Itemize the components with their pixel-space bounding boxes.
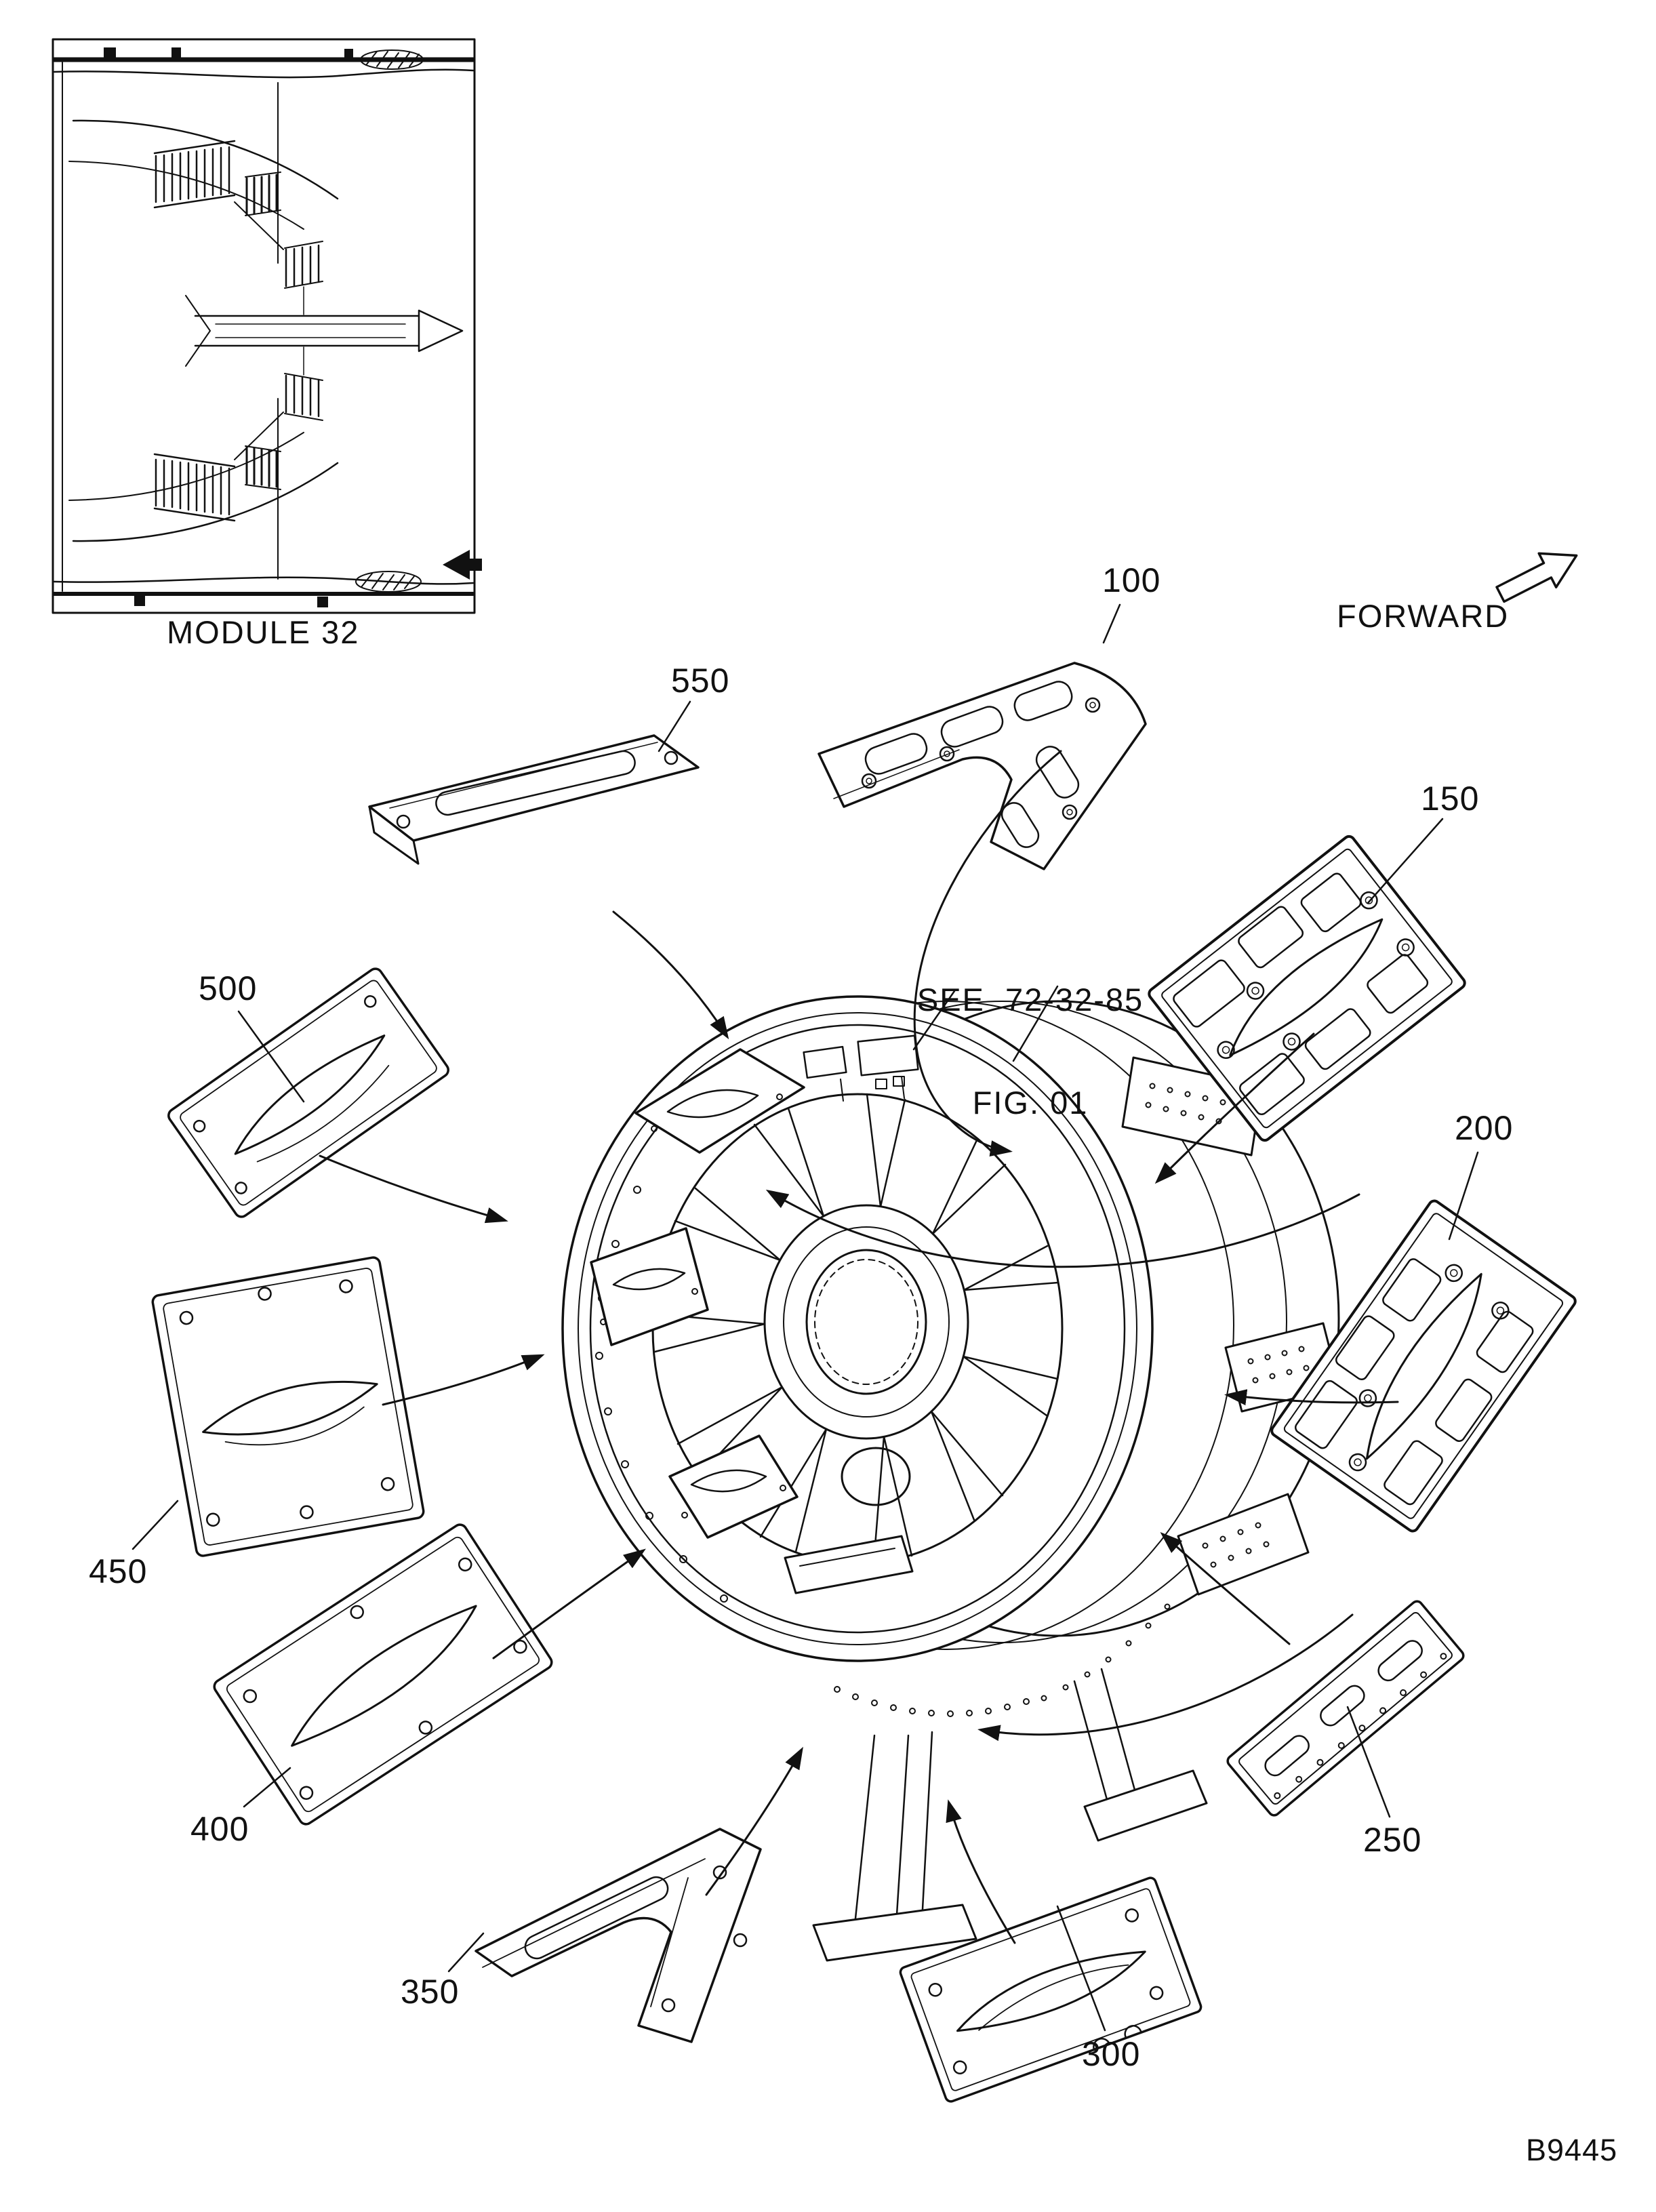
module-caption: MODULE 32 xyxy=(167,614,360,650)
installed-liner-panel xyxy=(634,1048,805,1154)
forward-direction-arrow-icon xyxy=(1495,552,1578,603)
reference-note-line1: SEE 72-32-85 xyxy=(916,981,1144,1018)
installed-bracket xyxy=(784,1535,914,1594)
panel-150-drawing xyxy=(1148,834,1466,1142)
panel-300-drawing xyxy=(899,1876,1203,2103)
part-label-100: 100 xyxy=(1102,561,1161,599)
module-pointer-arrow-icon xyxy=(443,550,482,580)
part-label-550: 550 xyxy=(671,662,730,700)
assembly-arrows xyxy=(319,750,1399,1944)
hub xyxy=(763,1204,969,1506)
part-label-300: 300 xyxy=(1082,2035,1141,2073)
support-legs xyxy=(812,1668,1208,1962)
panel-350-drawing xyxy=(474,1828,762,2043)
panel-450-drawing xyxy=(151,1256,425,1557)
leader-lines xyxy=(132,603,1479,2032)
rear-liner-attachment xyxy=(1177,1493,1310,1596)
panel-250-drawing xyxy=(1226,1600,1465,1817)
installed-liner-panel xyxy=(668,1434,799,1539)
part-label-200: 200 xyxy=(1455,1109,1514,1147)
installed-liner-panel xyxy=(590,1227,709,1346)
part-label-400: 400 xyxy=(190,1810,249,1848)
forward-label: FORWARD xyxy=(1337,598,1510,634)
part-label-250: 250 xyxy=(1363,1821,1422,1859)
module-32-inset-drawing xyxy=(52,38,482,614)
panel-500-drawing xyxy=(167,967,449,1218)
part-label-450: 450 xyxy=(89,1552,148,1590)
part-label-150: 150 xyxy=(1421,780,1480,818)
part-label-500: 500 xyxy=(199,969,258,1007)
reference-note: SEE 72-32-85 FIG. 01 xyxy=(895,914,1166,1189)
figure-code: B9445 xyxy=(1526,2133,1618,2167)
reference-note-line2: FIG. 01 xyxy=(972,1084,1089,1121)
panel-550-drawing xyxy=(368,734,700,865)
part-label-350: 350 xyxy=(401,1973,460,2011)
panel-200-drawing xyxy=(1270,1199,1577,1533)
panel-100-drawing xyxy=(817,662,1147,870)
rim-rivet-dots xyxy=(834,1603,1171,1717)
panel-400-drawing xyxy=(213,1523,553,1826)
